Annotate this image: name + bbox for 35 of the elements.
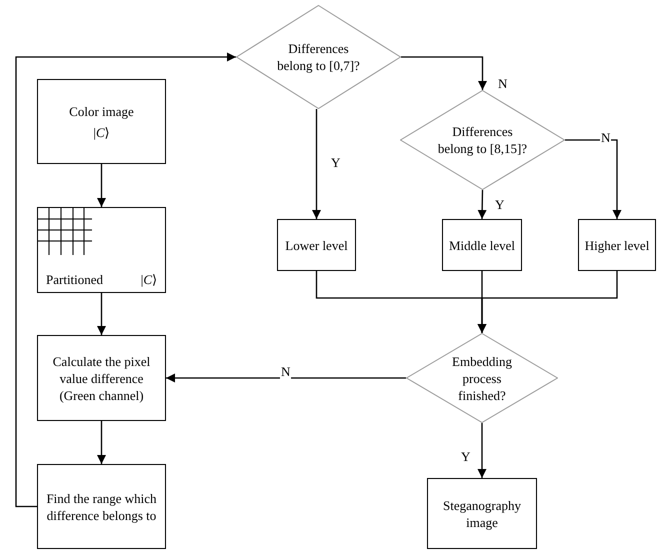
process-box <box>37 207 166 293</box>
process-box <box>427 478 537 549</box>
decision-diamond <box>236 5 401 109</box>
node-label: Partitioned <box>46 271 104 288</box>
arrow <box>478 190 487 220</box>
arrow <box>97 164 106 207</box>
node-label: Lower level <box>285 236 348 254</box>
arrow <box>15 52 236 508</box>
process-box <box>37 335 166 421</box>
arrow <box>312 109 321 219</box>
node-label: Differences belong to [8,15]? <box>436 123 528 157</box>
node-label: Steganography image <box>442 496 522 530</box>
node-label: Higher level <box>584 236 650 254</box>
decision-diamond <box>400 90 565 190</box>
process-box <box>277 219 356 271</box>
node-label: Embedding process finished? <box>451 352 513 404</box>
node-label: Find the range which difference belongs to <box>45 490 158 524</box>
arrow <box>478 271 618 333</box>
node-label: Middle level <box>448 236 516 254</box>
arrow <box>565 139 622 219</box>
process-box <box>37 464 166 549</box>
decision-diamond <box>406 333 558 423</box>
arrow <box>166 374 406 382</box>
node-label: |C⟩ <box>140 271 157 288</box>
arrow <box>401 56 487 90</box>
node-label: Color image <box>69 102 134 120</box>
arrow <box>97 421 106 464</box>
node-label: |C⟩ <box>93 124 110 140</box>
node-label: Differences belong to [0,7]? <box>276 40 361 74</box>
process-box <box>578 219 656 271</box>
process-box <box>442 219 522 271</box>
arrow <box>478 423 486 478</box>
arrow <box>97 293 106 335</box>
node-label: Calculate the pixel value difference (Green channel) <box>52 352 152 404</box>
process-box <box>37 79 166 164</box>
